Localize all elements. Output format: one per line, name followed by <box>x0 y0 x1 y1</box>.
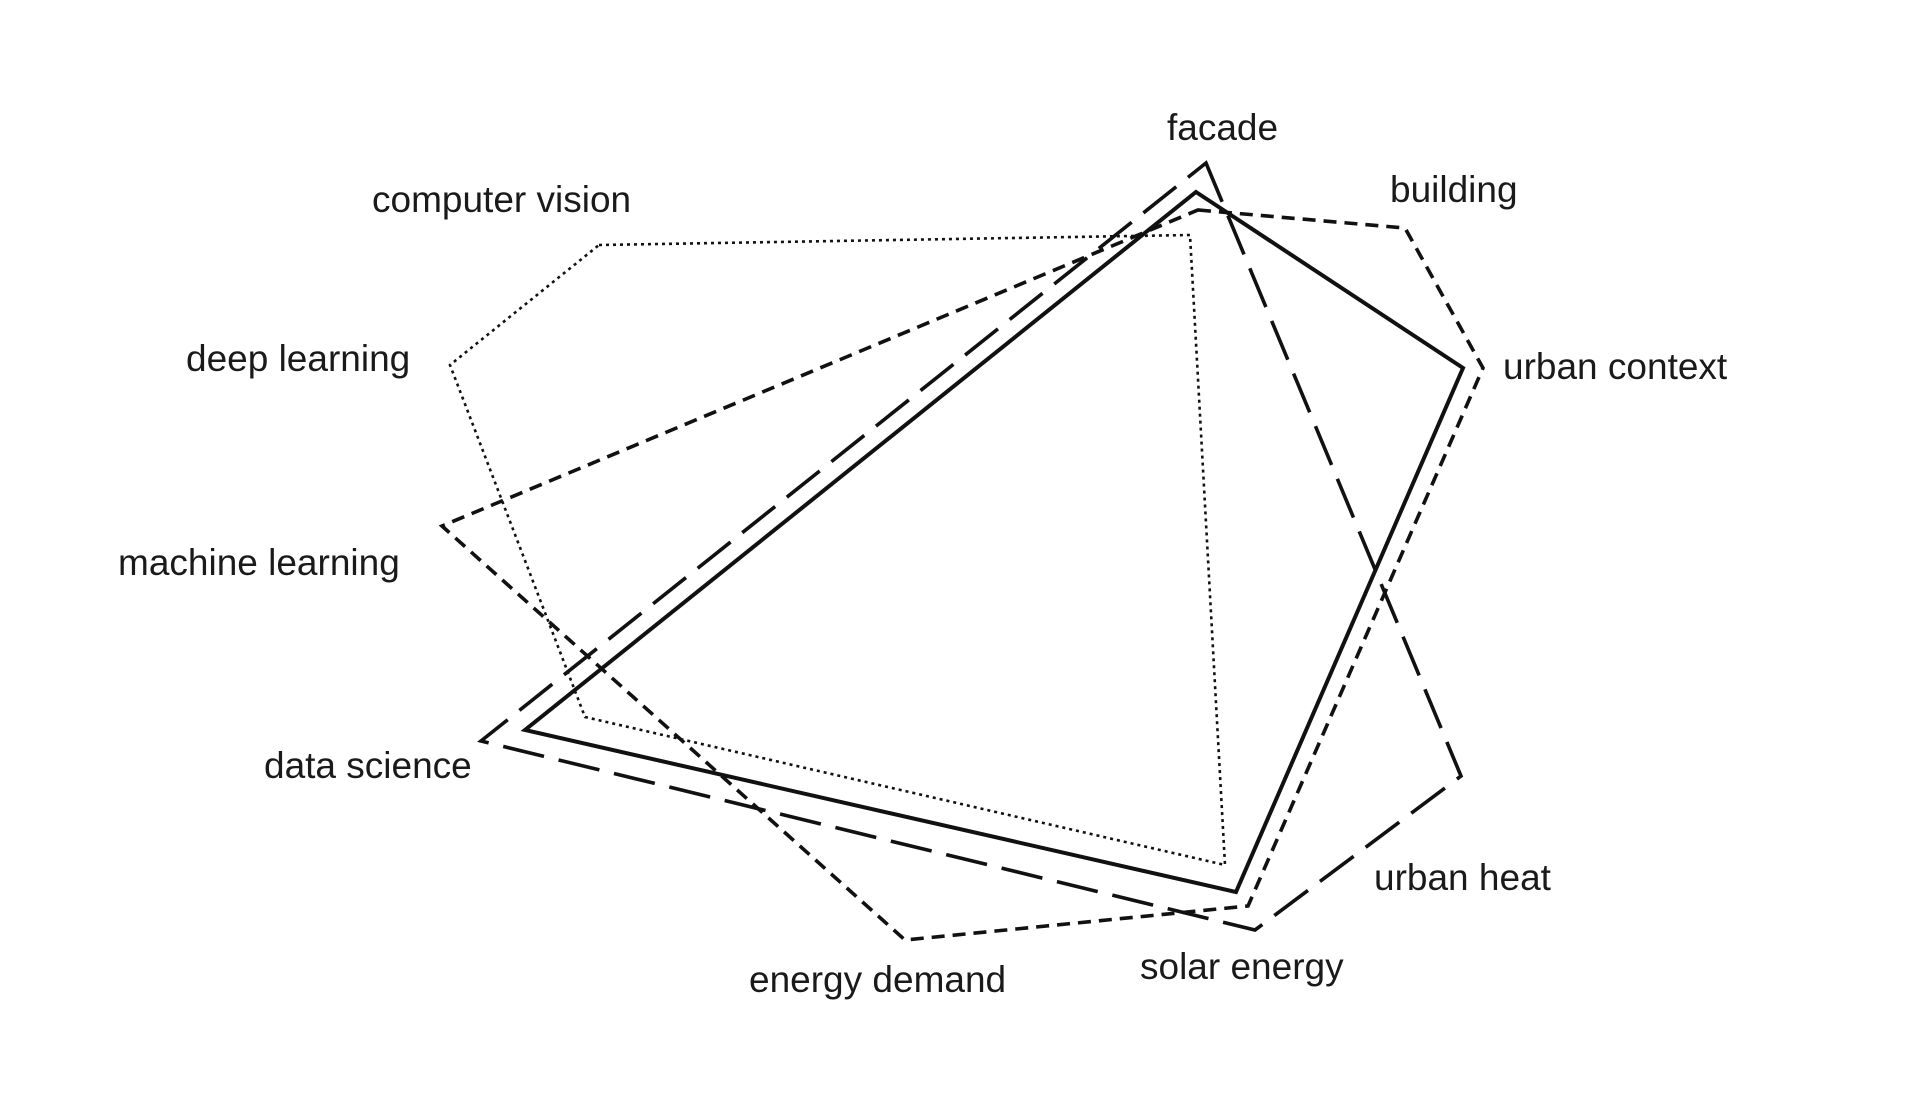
label-facade: facade <box>1167 107 1278 148</box>
label-energy-demand: energy demand <box>749 959 1006 1000</box>
label-building: building <box>1390 169 1518 210</box>
solid-outline-shape <box>520 189 1466 895</box>
label-computer-vision: computer vision <box>372 179 631 220</box>
long-dashed-outline-shape <box>477 160 1464 932</box>
label-solar-energy: solar energy <box>1140 946 1344 987</box>
short-dashed-outline-shape <box>438 208 1486 942</box>
label-machine-learning: machine learning <box>118 542 400 583</box>
label-data-science: data science <box>264 745 472 786</box>
label-urban-context: urban context <box>1503 346 1728 387</box>
label-urban-heat: urban heat <box>1374 857 1552 898</box>
dotted-outline-shape <box>448 233 1227 867</box>
label-deep-learning: deep learning <box>186 338 410 379</box>
